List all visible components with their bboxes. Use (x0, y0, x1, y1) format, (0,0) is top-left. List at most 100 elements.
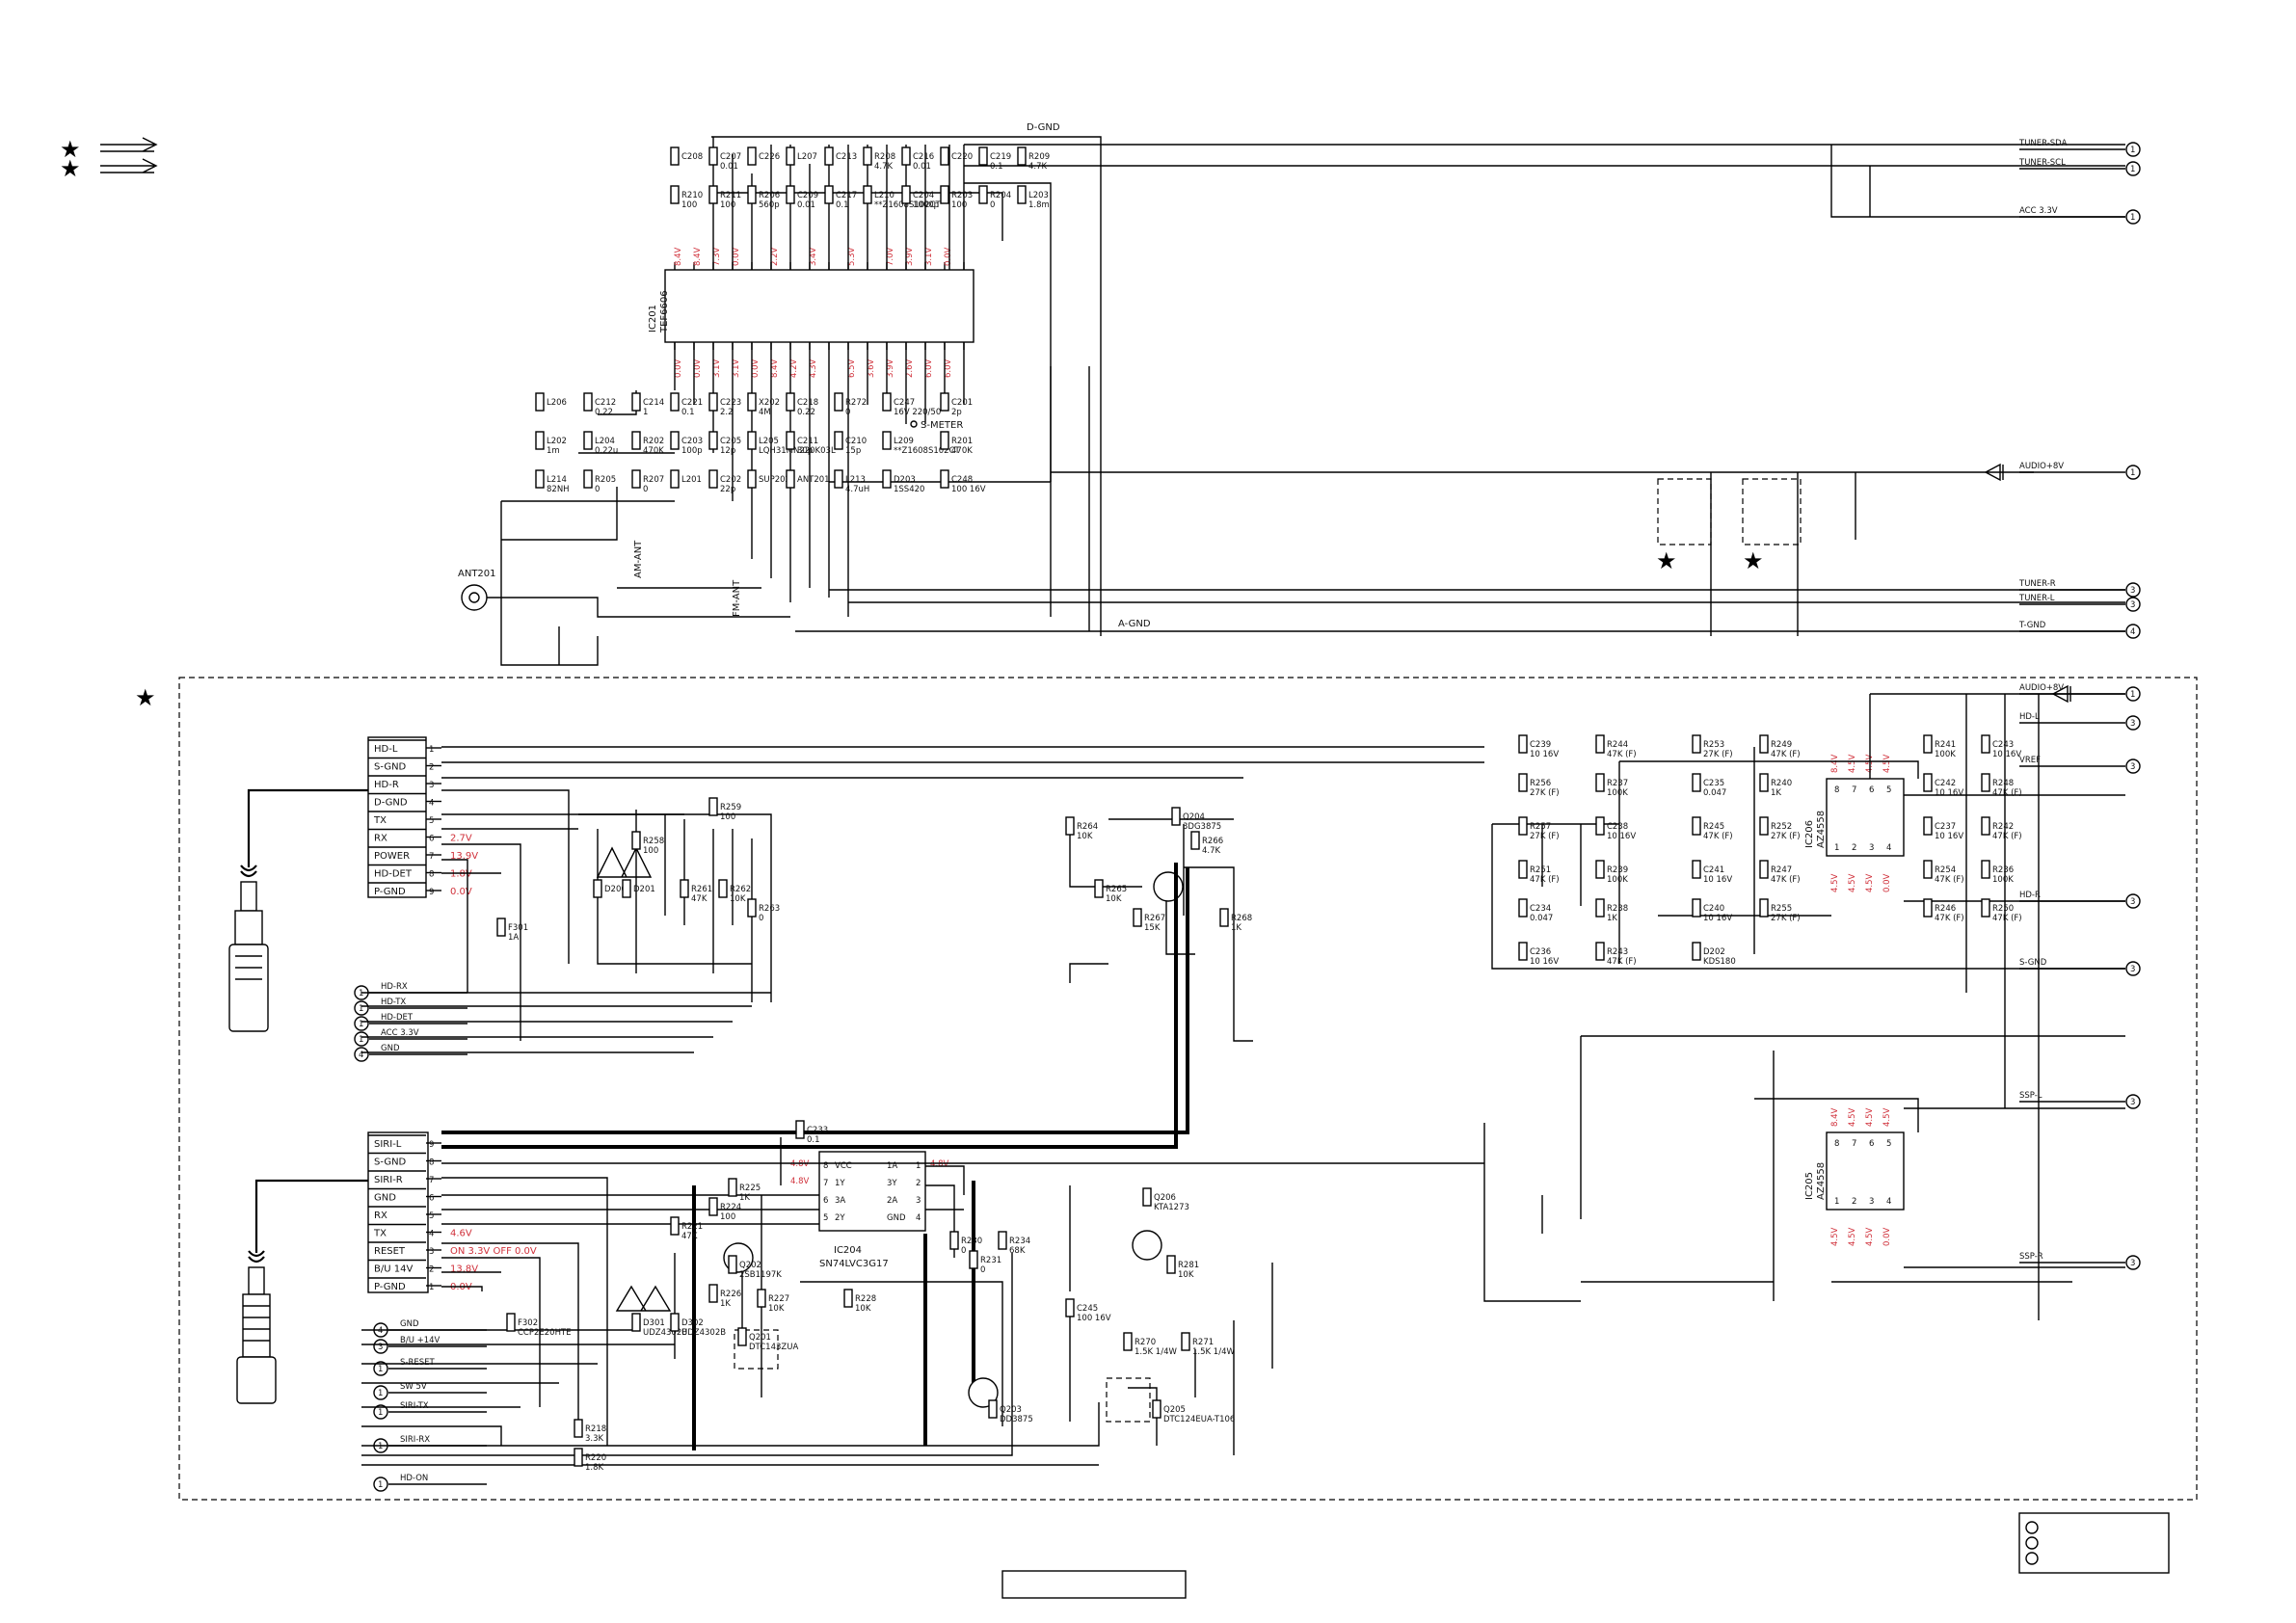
component-ref: R208 (874, 152, 895, 162)
offsheet-connector: SSP-L3 (2019, 1091, 2141, 1109)
sheet-ref-number: 1 (359, 1004, 363, 1014)
component-ref: R259 (720, 803, 741, 812)
a-gnd-label: A-GND (1118, 619, 1151, 629)
ic-pin-number: 2 (1852, 1197, 1856, 1207)
siri-heavy-wiring (692, 1181, 975, 1450)
ic-pin-number: 7 (823, 1179, 828, 1188)
signal-label: SIRI-TX (400, 1401, 429, 1411)
component: C220 (940, 146, 973, 166)
component-symbol (786, 392, 795, 412)
component-value: 3DG3875 (1183, 822, 1221, 832)
component-symbol (1595, 734, 1605, 754)
component-ref: R248 (1992, 779, 2014, 788)
component-ref: C223 (720, 398, 741, 408)
component-value: 0.047 (1703, 788, 1726, 798)
cable-break-icon (248, 1250, 265, 1264)
signal-label: HD-RX (381, 982, 408, 992)
component: L201 (670, 469, 702, 489)
ic-pin-number: 8 (1834, 785, 1839, 795)
component-value: UDZ4302B (643, 1328, 687, 1338)
signal-label: SIRI-RX (400, 1435, 430, 1445)
component-ref: L209 (894, 437, 914, 446)
component-ref: C245 (1077, 1304, 1098, 1314)
component-symbol (574, 1419, 583, 1438)
component-symbol (863, 185, 872, 204)
pin-name: D-GND (374, 798, 408, 809)
component-ref: C201 (951, 398, 973, 408)
component-symbol (747, 898, 757, 918)
ic-pin-number: 8 (1834, 1139, 1839, 1149)
offsheet-connector: AUDIO+8V1 (2019, 683, 2141, 702)
component-ref: C218 (797, 398, 818, 408)
offsheet-connector: TUNER-R3 (2018, 579, 2141, 598)
ic-pin-number: 5 (1886, 1139, 1891, 1149)
sheet-ref-number: 1 (2130, 146, 2135, 155)
component-ref: R255 (1771, 904, 1792, 914)
component-ref: Q203 (1000, 1405, 1022, 1415)
component-value: 47K (F) (1935, 914, 1964, 923)
component: L206 (535, 392, 567, 412)
signal-label: VREF (2019, 756, 2041, 765)
pin-voltage: 4.8V (930, 1159, 949, 1169)
component-ref: R271 (1192, 1338, 1214, 1347)
revision-mark-icon (2025, 1536, 2039, 1550)
ant201-label: ANT201 (458, 569, 496, 579)
pin-name: POWER (374, 851, 410, 862)
component-ref: C202 (720, 475, 741, 485)
pin-number: 9 (429, 1140, 434, 1150)
component-symbol (747, 185, 757, 204)
component-ref: R256 (1530, 779, 1551, 788)
component-value: 1000p (913, 200, 939, 210)
component-symbol (737, 1327, 747, 1346)
component-ref: Q202 (739, 1261, 761, 1270)
sheet-ref-icon (2125, 893, 2141, 909)
component-symbol (1518, 816, 1528, 836)
sheet-ref-number: 1 (359, 989, 363, 998)
signal-label: ACC 3.3V (2019, 206, 2058, 216)
component-ref: R245 (1703, 822, 1724, 832)
ic206-ref: IC206 (1804, 820, 1815, 848)
component-ref: L207 (797, 152, 817, 162)
component-value: 0 (990, 200, 995, 210)
component-ref: C238 (1607, 822, 1628, 832)
cable-break-icon (240, 865, 257, 878)
component-ref: C214 (643, 398, 664, 408)
pin-name: SIRI-L (374, 1139, 402, 1150)
component-symbol (1759, 816, 1769, 836)
component-ref: R228 (855, 1294, 876, 1304)
component-ref: R247 (1771, 865, 1792, 875)
component-symbol (1692, 860, 1701, 879)
component-value: 47K (F) (1607, 957, 1637, 967)
component-ref: Q201 (749, 1333, 771, 1343)
pin-voltage: 0.0V (693, 359, 703, 378)
antenna-wiring (500, 501, 599, 666)
component-symbol (1595, 898, 1605, 918)
component-value: 1.8m (1028, 200, 1050, 210)
component-symbol (670, 185, 680, 204)
component-ref: D302 (681, 1318, 704, 1328)
component-ref: R272 (845, 398, 867, 408)
component-symbol (583, 431, 593, 450)
component-ref: D301 (643, 1318, 665, 1328)
sheet-ref-icon (2125, 161, 2141, 176)
pin-voltage: 3.1V (712, 359, 722, 378)
